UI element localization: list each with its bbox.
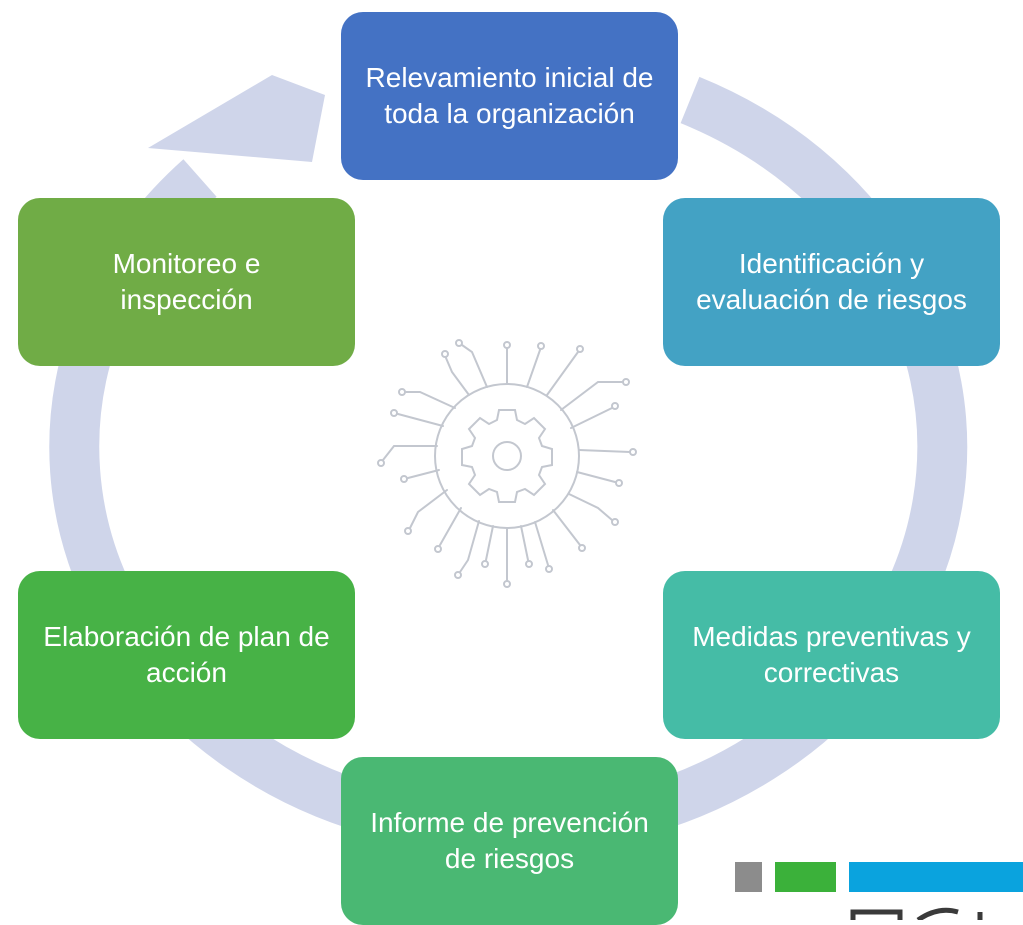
step-label: Informe de prevención de riesgos <box>370 807 649 874</box>
step-identificacion-evaluacion: Identificación y evaluación de riesgos <box>663 198 1000 366</box>
step-monitoreo-inspeccion: Monitoreo e inspección <box>18 198 355 366</box>
logo-bar-blue <box>849 862 1023 892</box>
step-relevamiento-inicial: Relevamiento inicial de toda la organiza… <box>341 12 678 180</box>
step-label: Monitoreo e inspección <box>112 248 261 315</box>
step-label: Relevamiento inicial de toda la organiza… <box>365 62 654 129</box>
gear-icon <box>461 409 553 503</box>
step-medidas-preventivas: Medidas preventivas y correctivas <box>663 571 1000 739</box>
step-informe-prevencion: Informe de prevención de riesgos <box>341 757 678 925</box>
logo-bar-gray <box>735 862 762 892</box>
step-plan-de-accion: Elaboración de plan de acción <box>18 571 355 739</box>
circuit-traces <box>377 339 637 588</box>
step-label: Identificación y evaluación de riesgos <box>696 248 967 315</box>
step-label: Elaboración de plan de acción <box>43 621 330 688</box>
cycle-arrowhead <box>148 75 325 162</box>
logo-bar-green <box>775 862 836 892</box>
step-label: Medidas preventivas y correctivas <box>692 621 971 688</box>
logo-wordmark-fragment <box>850 907 983 920</box>
